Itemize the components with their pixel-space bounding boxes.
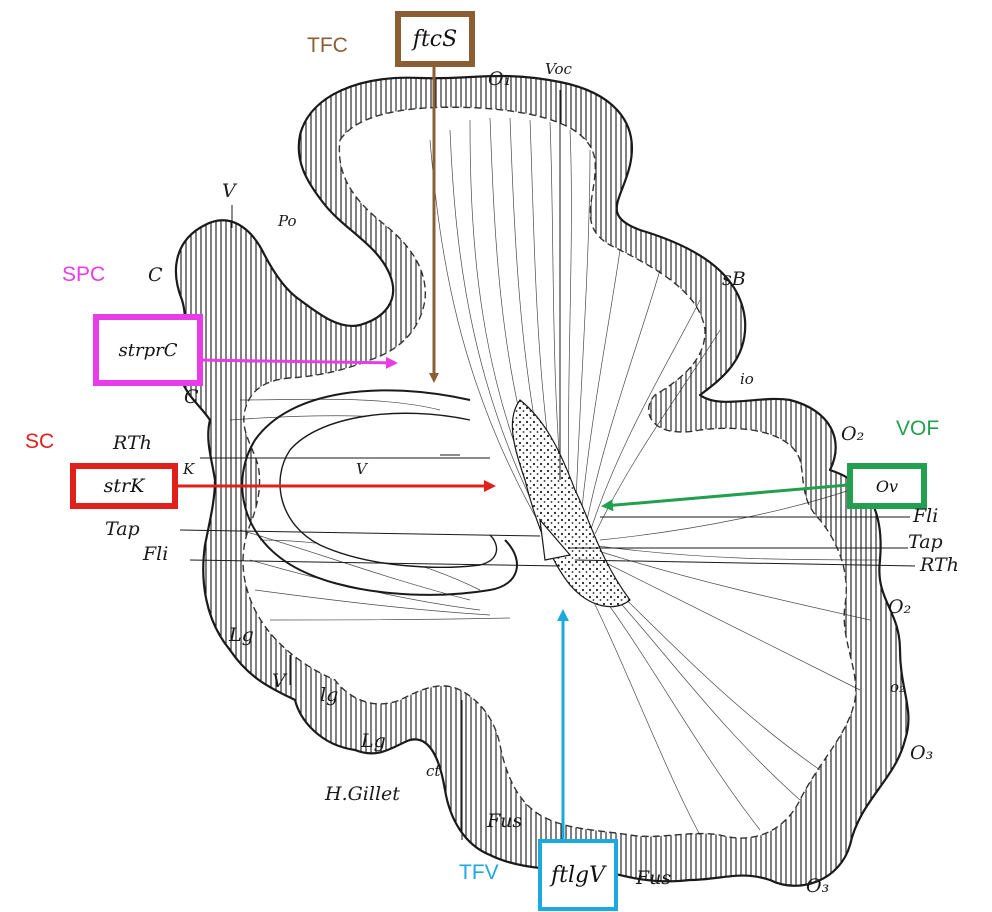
label-lg-mid: lg [320,684,339,706]
label-voc: Voc [545,60,572,78]
label-o1: O₁ [488,68,512,90]
label-o2-upper: O₂ [841,423,865,445]
label-v-mid: V [356,460,367,478]
label-tap-left: Tap [105,518,140,540]
label-fli-right: Fli [913,505,939,527]
label-ct: ct [426,762,441,780]
tfc-label-box: ftcS [395,11,475,67]
label-v-bottom: V [272,670,286,692]
fiber-fan [229,117,881,836]
label-lg-left: Lg [229,624,254,646]
label-c-mid: C [184,386,199,408]
tfv-label-box: ftlgV [538,839,618,911]
label-rth-left: RTh [113,432,152,454]
tract-name-tfv: TFV [459,861,499,884]
sc-label-box: strK [70,463,178,509]
tract-name-sc: SC [25,430,55,453]
artist-signature: H.Gillet [325,783,400,805]
label-rth-right: RTh [920,554,959,576]
label-o2-small: o₂ [890,678,906,696]
label-o3-bottom: O₃ [806,875,830,897]
tapetum-triangle [539,518,572,561]
tract-name-vof: VOF [896,417,940,440]
tract-name-spc: SPC [62,263,106,286]
label-o3-right: O₃ [910,742,934,764]
label-c-top: C [148,264,163,286]
vof-label-box: Ov [847,463,927,509]
label-po: Po [278,212,297,230]
label-fli-left: Fli [143,543,169,565]
label-v-top: V [222,180,236,202]
spc-label-box: strprC [93,314,203,386]
label-lg-lower: Lg [361,730,386,752]
label-fus-left: Fus [487,810,523,832]
tract-name-tfc: TFC [307,34,348,57]
lateral-ventricle [241,389,518,596]
spc-arrow [199,356,398,369]
label-o2-right: O₂ [888,596,912,618]
label-k: K [183,460,195,478]
label-fus-right: Fus [636,867,672,889]
label-io: io [740,370,754,388]
label-sb: sB [722,268,746,290]
vof-arrow [601,483,849,512]
optic-radiation [511,399,631,608]
label-tap-right: Tap [908,531,943,553]
